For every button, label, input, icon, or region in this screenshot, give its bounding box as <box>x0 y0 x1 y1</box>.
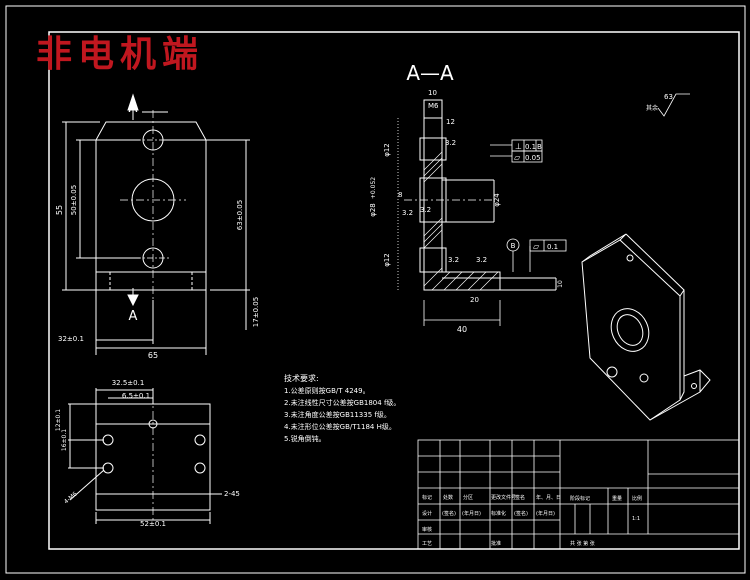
tb-row-a-1: 处数 <box>443 494 453 501</box>
tb-row-b-0: 设计 <box>422 510 432 517</box>
dim-d-right: φ24 <box>493 193 501 207</box>
dim-hole-width: 6.5±0.1 <box>122 392 150 400</box>
section-title: A—A <box>406 61 454 85</box>
tech-title: 技术要求: <box>284 373 319 383</box>
gdt-2-value: 0.05 <box>525 154 541 162</box>
section-arrow-bottom <box>127 294 139 307</box>
tech-item-3: 3.未注角度公差按GB11335 f级。 <box>284 410 391 419</box>
dim-top-width: 32.5±0.1 <box>112 379 145 387</box>
roughness-d: 3.2 <box>476 256 487 264</box>
tb-row-b-2: (年月日) <box>462 510 481 517</box>
tb-row-c-0: 审核 <box>422 526 432 533</box>
section-mark-bottom: A <box>129 309 138 324</box>
tb-row-a-3: 更改文件号 <box>491 494 516 501</box>
section-upper-hole <box>419 137 447 161</box>
front-view-outline <box>95 121 207 291</box>
dim-base-right: 17±0.05 <box>252 297 260 327</box>
dim-holes: 4-M6 <box>63 490 79 505</box>
datum-b-label: B <box>511 242 516 250</box>
dim-hole-spacing: 50±0.05 <box>70 185 78 215</box>
tech-item-1: 1.公差原则按GB/T 4249。 <box>284 386 370 395</box>
roughness-a: 3.2 <box>445 139 456 147</box>
outer-border <box>5 5 746 574</box>
section-thread <box>423 99 443 119</box>
tech-item-2: 2.未注线性尺寸公差按GB1804 f级。 <box>284 398 400 407</box>
top-hole-4 <box>194 462 206 474</box>
dim-base-10: 10 <box>557 280 564 288</box>
dim-d-lower: φ12 <box>383 253 391 267</box>
tb-row-d-1: 批准 <box>491 540 501 547</box>
tb-weight-label: 重量 <box>612 495 622 502</box>
dim-top-10: 10 <box>428 89 437 97</box>
front-view <box>62 93 250 355</box>
roughness-corner <box>657 93 690 117</box>
top-hole-3 <box>102 462 114 474</box>
dim-chamfer: 2-45 <box>224 490 240 498</box>
section-lower-hole <box>419 247 447 273</box>
dim-offset-bottom: 32±0.1 <box>58 335 84 343</box>
roughness-b: 3.2 <box>402 209 413 217</box>
section-profile <box>423 117 501 291</box>
gdt-1-datum: B <box>537 143 542 151</box>
section-view <box>419 99 557 291</box>
watermark-text: 非电机端 <box>36 33 205 75</box>
dim-40: 40 <box>457 325 467 334</box>
dim-top-12: 12 <box>446 118 455 126</box>
isometric-view <box>581 233 711 421</box>
gdt-1-value: 0.1 <box>525 143 536 151</box>
gdt-3-symbol: ▱ <box>533 242 540 251</box>
tb-row-b-3: 标准化 <box>491 510 506 517</box>
top-view <box>68 388 222 524</box>
dim-dist-8: 8 <box>398 191 402 199</box>
gdt-1-symbol: ⊥ <box>515 142 522 151</box>
tb-scale-value: 1:1 <box>632 516 640 522</box>
tb-row-a-4: 签名 <box>515 494 525 501</box>
roughness-corner-label: 其余 <box>646 104 658 112</box>
top-hole-2 <box>194 434 206 446</box>
roughness-e: 3.2 <box>448 256 459 264</box>
dim-top-m: M6 <box>428 102 439 110</box>
tb-scale-label: 比例 <box>632 495 642 502</box>
dim-height-right: 63±0.05 <box>236 200 244 230</box>
title-block <box>417 439 740 550</box>
dim-d-tol: +0.052 <box>370 177 377 199</box>
tb-sheet-info: 共 张 第 张 <box>570 540 595 547</box>
tb-row-d-0: 工艺 <box>422 541 432 547</box>
dim-left-height2: 12±0.1 <box>55 409 62 431</box>
dim-left-height: 16±0.1 <box>61 429 68 451</box>
dim-d-upper: φ12 <box>383 143 391 157</box>
gdt-frame-3 <box>529 239 567 252</box>
tech-item-4: 4.未注形位公差按GB/T1184 H级。 <box>284 422 396 431</box>
roughness-c: 3.2 <box>420 206 431 214</box>
dim-bottom-width: 52±0.1 <box>140 520 166 528</box>
section-hatch <box>423 151 499 291</box>
roughness-corner-value: 63 <box>664 93 673 101</box>
tb-stage-label: 阶段标记 <box>570 495 590 502</box>
tb-row-a-0: 标记 <box>422 494 432 501</box>
tb-row-b-1: (签名) <box>442 510 456 517</box>
gdt-2-symbol: ▱ <box>514 153 521 162</box>
section-mark-top: A <box>129 101 138 116</box>
tb-row-b-4: (签名) <box>514 510 528 517</box>
dim-height-left: 55 <box>55 205 64 215</box>
tech-item-5: 5.锐角倒钝。 <box>284 434 326 443</box>
dim-20: 20 <box>470 296 479 304</box>
inner-border <box>48 31 740 550</box>
gdt-frame-2 <box>511 150 543 163</box>
top-hole-1 <box>102 434 114 446</box>
tb-row-b-5: (年月日) <box>536 510 555 517</box>
tb-row-a-5: 年、月、日 <box>536 494 561 501</box>
dim-width-bottom: 65 <box>148 351 158 360</box>
tb-row-a-2: 分区 <box>463 494 473 501</box>
dim-d-big: φ28 <box>369 203 377 217</box>
gdt-3-value: 0.1 <box>547 243 558 251</box>
